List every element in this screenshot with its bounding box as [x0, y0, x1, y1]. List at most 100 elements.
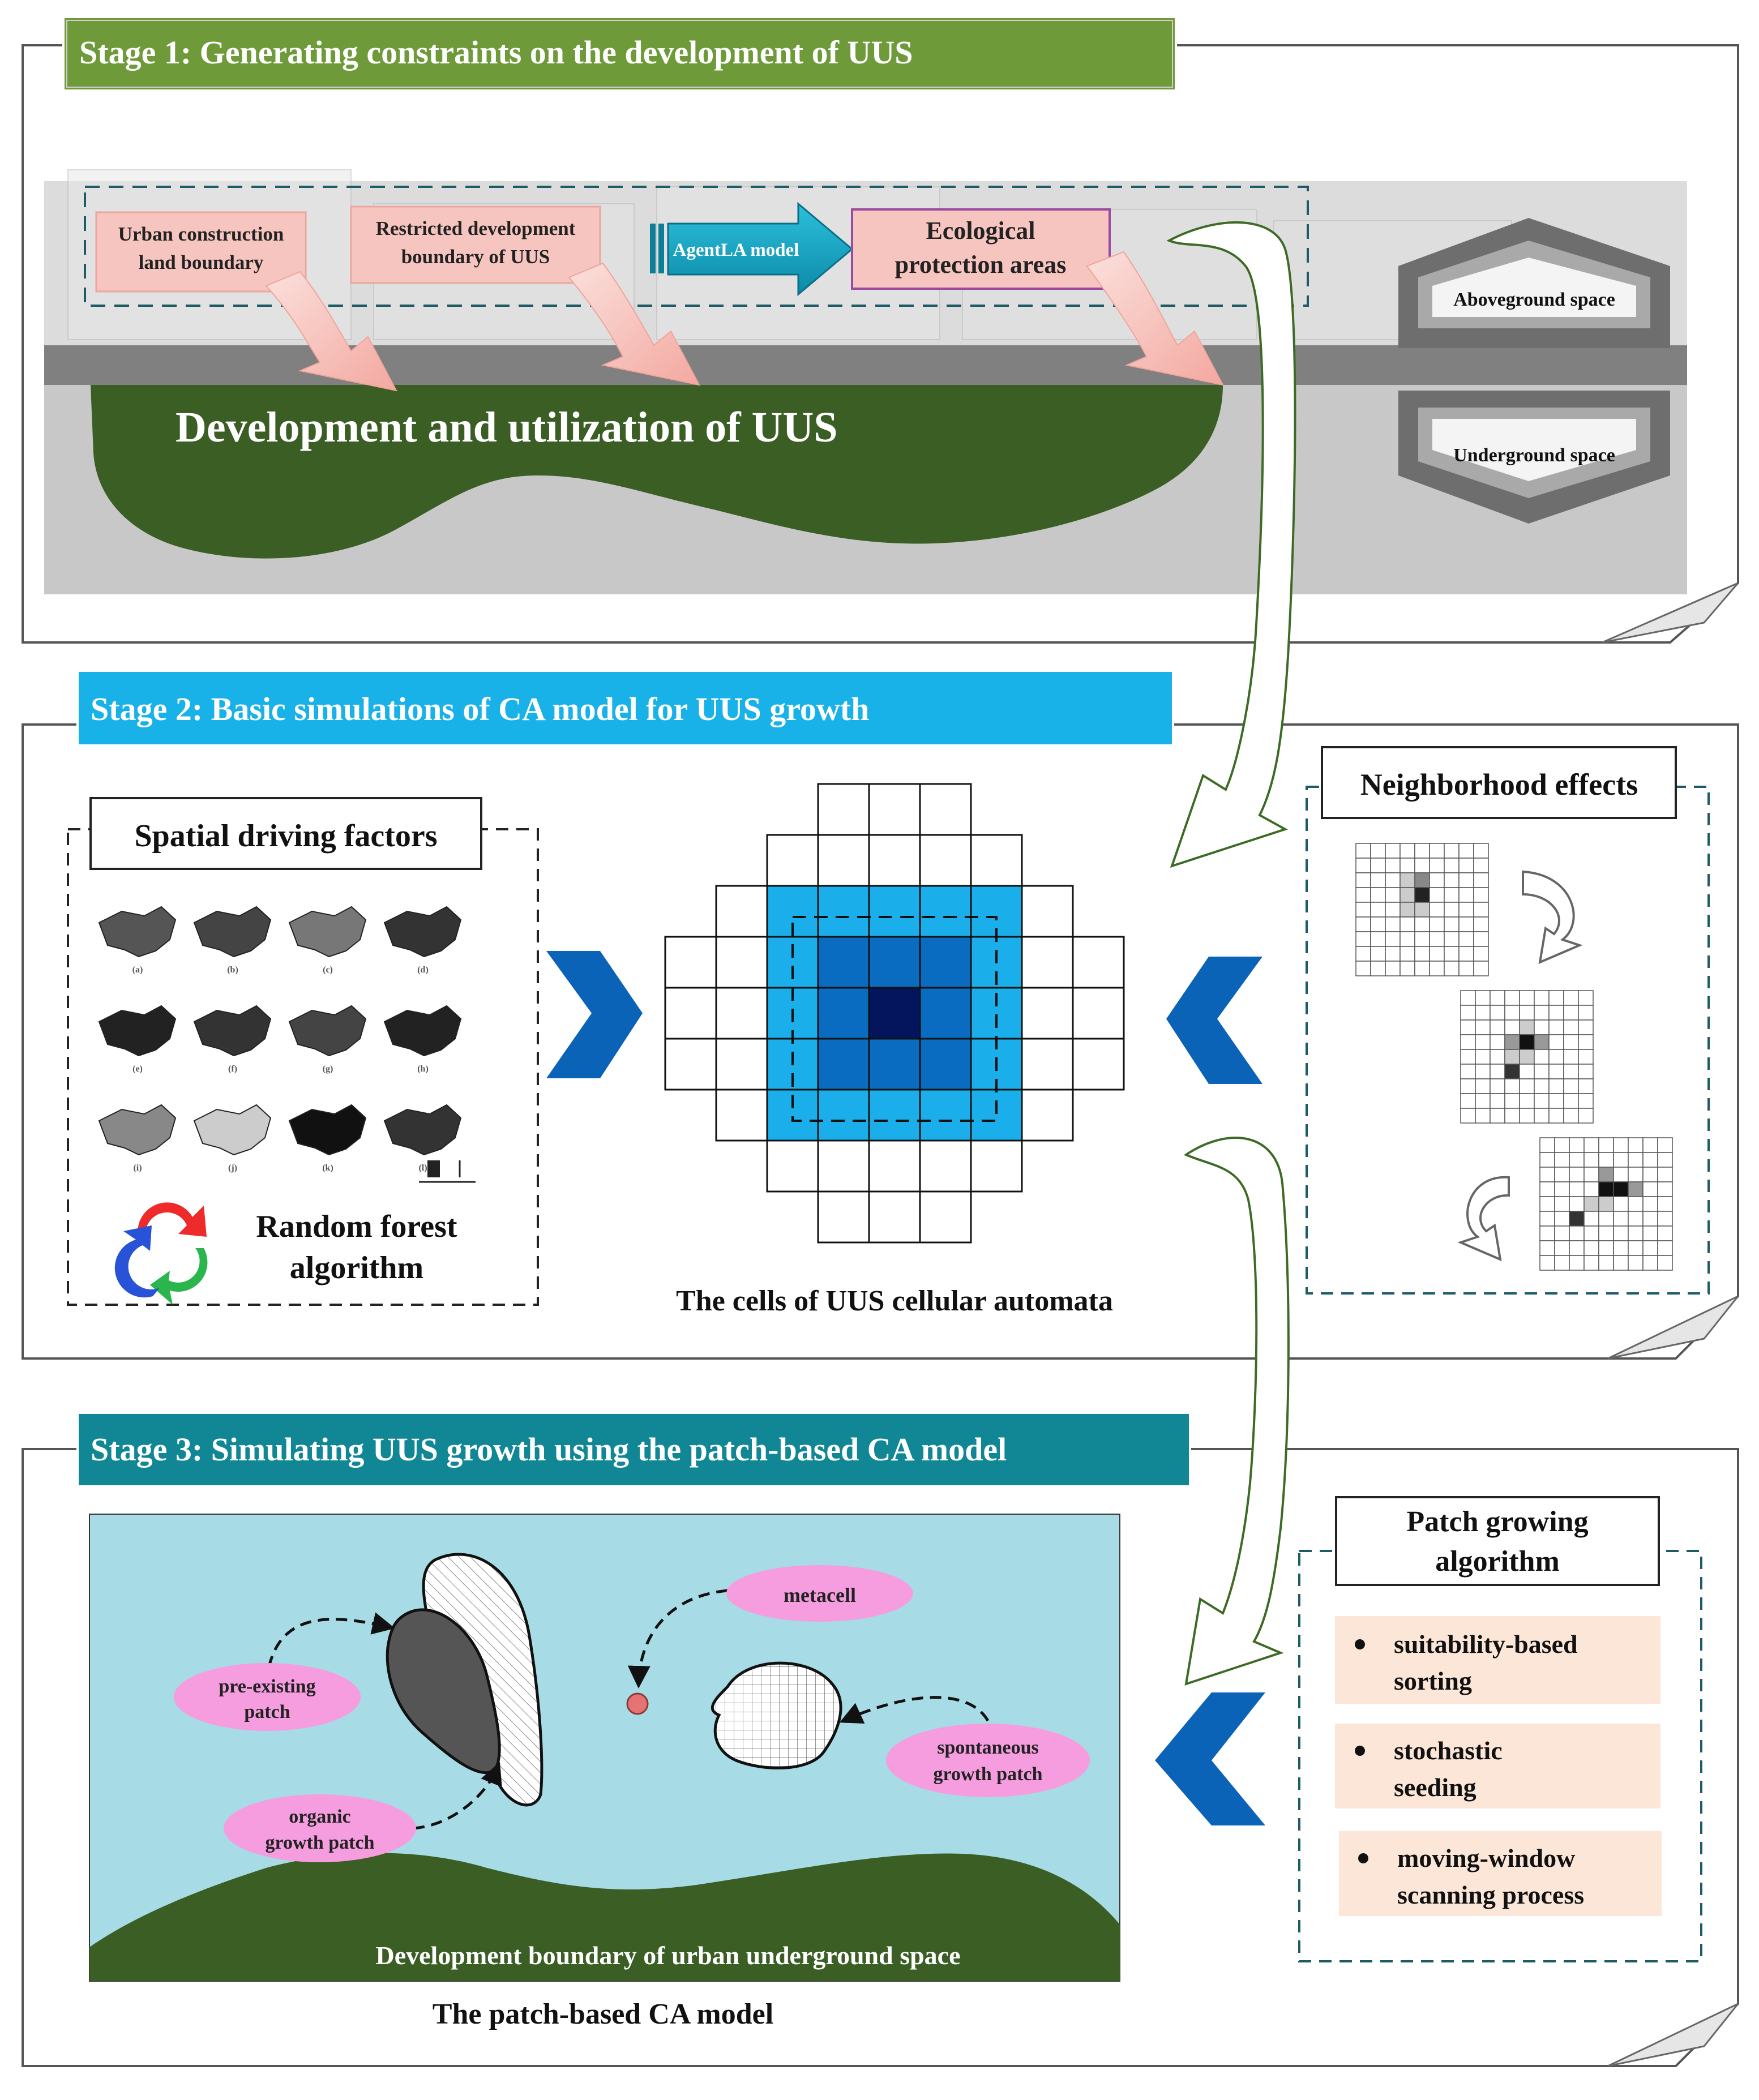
- neighborhood-cell: [1519, 990, 1535, 1006]
- neighborhood-cell: [1569, 1255, 1585, 1271]
- neighborhood-cell: [1475, 1093, 1491, 1109]
- neighborhood-cell: [1642, 1196, 1658, 1212]
- factor-map: [383, 1005, 462, 1057]
- ca-cell: [868, 936, 921, 989]
- neighborhood-cell: [1583, 1167, 1599, 1182]
- ca-cell: [1072, 987, 1125, 1040]
- neighborhood-cell: [1370, 931, 1386, 947]
- development-label: Development and utilization of UUS: [176, 404, 838, 451]
- neighborhood-cell: [1458, 916, 1474, 932]
- factor-map-label: (c): [323, 965, 333, 975]
- neighborhood-cell: [1583, 1181, 1599, 1197]
- neighborhood-cell: [1569, 1211, 1585, 1227]
- factor-map-label: (f): [228, 1064, 237, 1074]
- neighborhood-cell: [1598, 1240, 1614, 1256]
- neighborhood-cell: [1355, 961, 1371, 976]
- neighborhood-cell: [1370, 946, 1386, 962]
- neighborhood-cell: [1563, 1064, 1579, 1079]
- ca-cell: [817, 987, 870, 1040]
- factor-map-label: (l): [418, 1163, 427, 1173]
- neighborhood-cell: [1429, 961, 1445, 976]
- ca-cell: [817, 1038, 870, 1091]
- neighborhood-cell: [1534, 1078, 1550, 1094]
- ca-cell: [919, 1038, 972, 1091]
- factor-map-label: (g): [323, 1064, 333, 1074]
- neighborhood-cell: [1355, 858, 1371, 873]
- neighborhood-cell: [1475, 1064, 1491, 1079]
- neighborhood-cell: [1519, 1108, 1535, 1124]
- neighborhood-cell: [1539, 1225, 1555, 1241]
- factor-map: [383, 1104, 462, 1156]
- ca-cell: [868, 1038, 921, 1091]
- bullet-icon: [1355, 1639, 1365, 1649]
- random-forest-line1: Random forest: [256, 1209, 457, 1244]
- neighborhood-cell: [1563, 1093, 1579, 1109]
- neighborhood-cell: [1642, 1152, 1658, 1168]
- neighborhood-cell: [1429, 931, 1445, 947]
- neighborhood-cell: [1355, 902, 1371, 918]
- neighborhood-cell: [1657, 1137, 1673, 1153]
- neighborhood-cell: [1460, 990, 1476, 1006]
- neighborhood-cell: [1444, 946, 1460, 962]
- neighborhood-cell: [1642, 1181, 1658, 1197]
- neighborhood-cell: [1563, 1019, 1579, 1035]
- patch-algorithm-title-box: [1335, 1496, 1660, 1586]
- neighborhood-cell: [1473, 858, 1489, 873]
- neighborhood-cell: [1429, 946, 1445, 962]
- neighborhood-cell: [1613, 1196, 1629, 1212]
- neighborhood-cell: [1400, 931, 1415, 947]
- neighborhood-cell: [1583, 1196, 1599, 1212]
- map-legend-bar: [419, 1160, 476, 1183]
- neighborhood-cell: [1414, 858, 1430, 873]
- bullet-icon: [1358, 1853, 1368, 1863]
- neighborhood-cell: [1504, 1078, 1520, 1094]
- neighborhood-cell: [1475, 1049, 1491, 1065]
- neighborhood-cell: [1473, 872, 1489, 888]
- ca-cell: [1021, 936, 1074, 989]
- neighborhood-cell: [1563, 1005, 1579, 1021]
- neighborhood-cell: [1460, 1078, 1476, 1094]
- neighborhood-cell: [1414, 946, 1430, 962]
- ca-cell: [919, 783, 972, 836]
- neighborhood-cell: [1642, 1225, 1658, 1241]
- neighborhood-cell: [1548, 1034, 1564, 1050]
- neighborhood-cell: [1444, 931, 1460, 947]
- neighborhood-cell: [1628, 1152, 1644, 1168]
- neighborhood-cell: [1583, 1137, 1599, 1153]
- neighborhood-cell: [1414, 916, 1430, 932]
- ca-cell: [817, 1139, 870, 1193]
- neighborhood-cell: [1355, 887, 1371, 903]
- metacell-label: metacell: [784, 1584, 856, 1606]
- neighborhood-cell: [1458, 843, 1474, 859]
- neighborhood-cell: [1429, 858, 1445, 873]
- neighborhood-cell: [1554, 1255, 1570, 1271]
- neighborhood-cell: [1355, 843, 1371, 859]
- neighborhood-cell: [1563, 1049, 1579, 1065]
- ca-cell: [1072, 936, 1125, 989]
- ca-cell: [919, 936, 972, 989]
- ca-cell: [1021, 1038, 1074, 1091]
- neighborhood-cell: [1429, 902, 1445, 918]
- factor-map-label: (b): [227, 965, 238, 975]
- neighborhood-cell: [1460, 1108, 1476, 1124]
- neighborhood-cell: [1534, 990, 1550, 1006]
- neighborhood-cell: [1534, 1005, 1550, 1021]
- neighborhood-cell: [1554, 1211, 1570, 1227]
- constraints-container: [84, 186, 1309, 307]
- factor-map-label: (j): [228, 1163, 237, 1173]
- ca-cell: [919, 1088, 972, 1142]
- neighborhood-cell: [1370, 961, 1386, 976]
- neighborhood-cell: [1583, 1255, 1599, 1271]
- neighborhood-cell: [1598, 1255, 1614, 1271]
- neighborhood-cell: [1473, 887, 1489, 903]
- neighborhood-cell: [1578, 1005, 1594, 1021]
- neighborhood-cell: [1490, 1049, 1505, 1065]
- ca-cell: [715, 885, 768, 938]
- neighborhood-cell: [1569, 1167, 1585, 1182]
- factor-map: [193, 1005, 272, 1057]
- neighborhood-cell: [1355, 946, 1371, 962]
- neighborhood-cell: [1460, 1034, 1476, 1050]
- neighborhood-cell: [1504, 1093, 1520, 1109]
- ca-cell: [817, 1190, 870, 1244]
- neighborhood-cell: [1400, 902, 1415, 918]
